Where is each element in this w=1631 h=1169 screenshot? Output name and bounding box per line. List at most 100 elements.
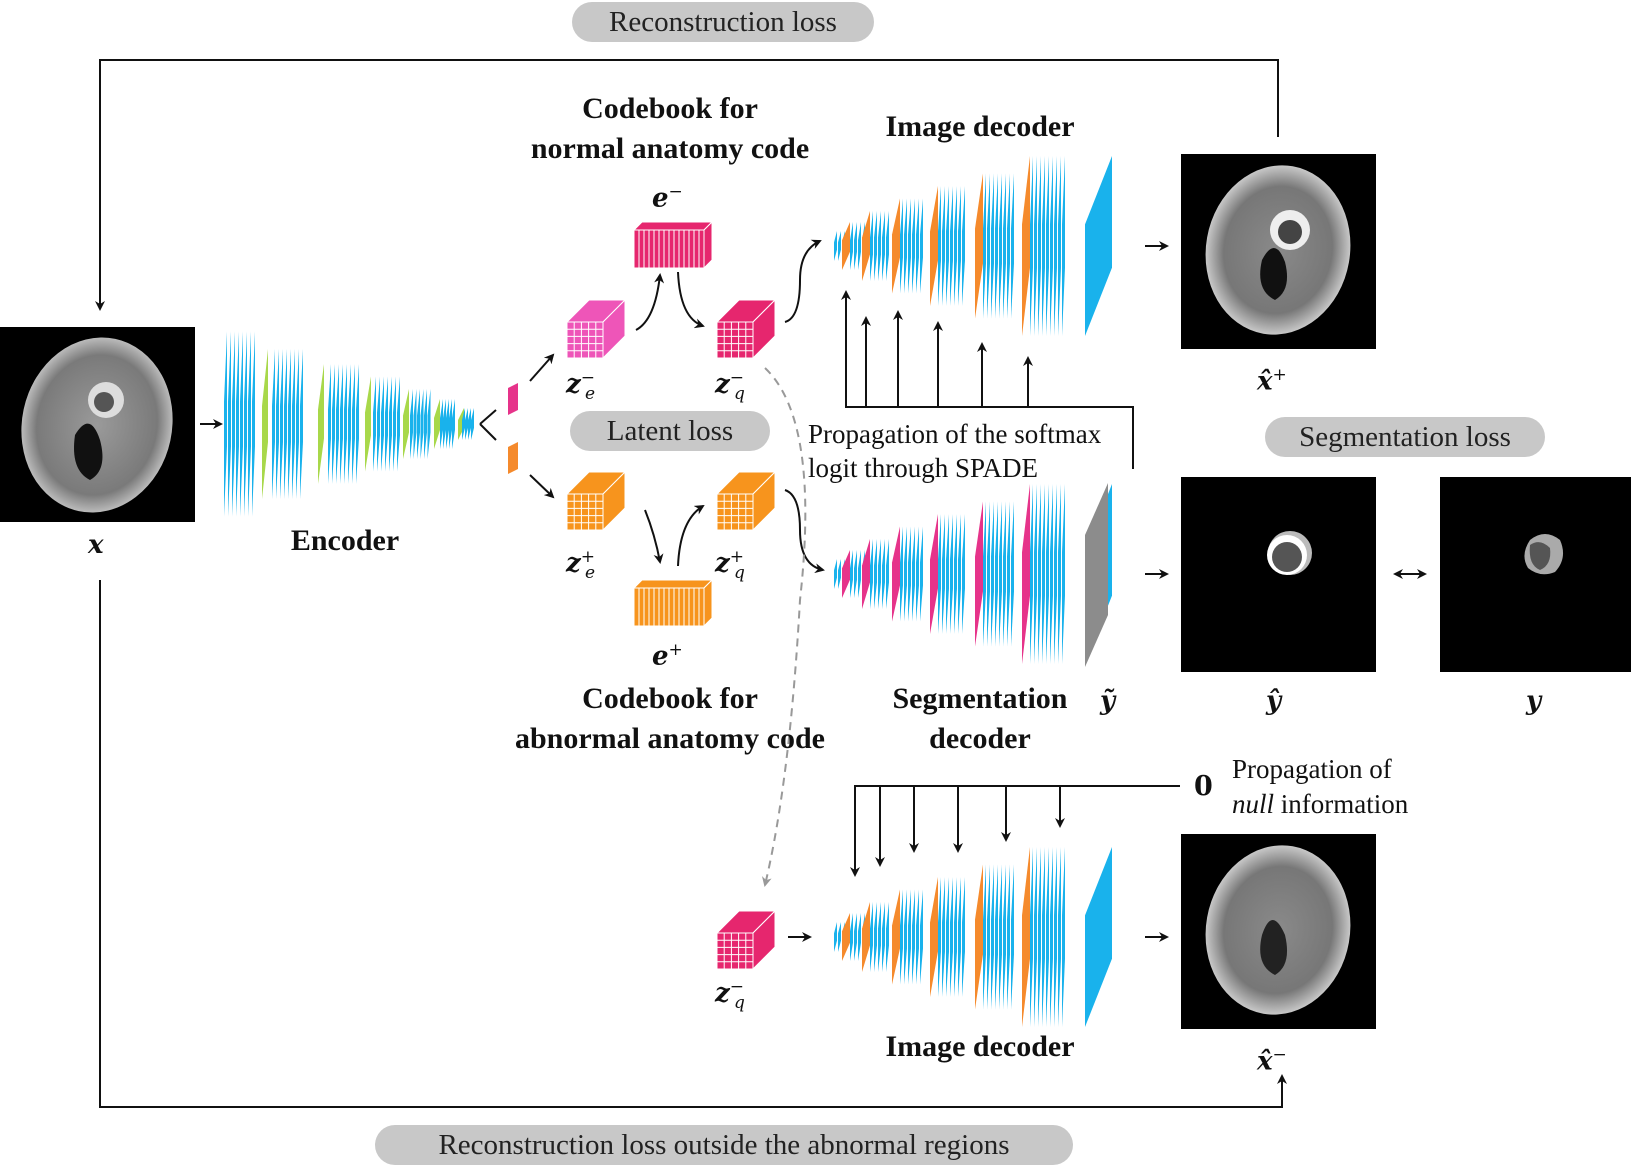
decoder-conv-layer: [958, 514, 961, 634]
encoder-conv-layer: [393, 376, 396, 472]
decoder-conv-layer: [878, 902, 881, 972]
symbol-x: x: [88, 530, 104, 560]
symbol-x-hat-minus: x̂−: [1257, 1045, 1287, 1077]
null-note-line1: Propagation of: [1232, 754, 1392, 784]
decoder-conv-layer: [920, 526, 923, 622]
decoder-conv-layer: [908, 526, 911, 622]
decoder-norm-layer: [1022, 156, 1030, 336]
encoder-conv-layer: [462, 408, 465, 440]
null-zero: 0: [1194, 771, 1213, 802]
decoder-conv-layer: [1011, 501, 1014, 647]
decoder-conv-layer: [874, 211, 877, 281]
segmentation-loss-badge: Segmentation loss: [1265, 417, 1545, 457]
decoder-conv-layer: [912, 889, 915, 985]
decoder-conv-layer: [904, 889, 907, 985]
decoder-conv-layer: [942, 877, 945, 997]
decoder-conv-layer: [912, 198, 915, 294]
decoder-conv-layer: [912, 526, 915, 622]
encoder-conv-layer: [446, 399, 449, 449]
decoder-conv-layer: [954, 186, 957, 306]
decoder-conv-layer: [1062, 156, 1065, 336]
decoder-norm-layer: [975, 501, 983, 647]
null-note-line2: null information: [1232, 787, 1408, 821]
decoder-conv-layer: [904, 198, 907, 294]
decoder-conv-layer: [962, 877, 965, 997]
decoder-conv-layer: [834, 231, 837, 261]
decoder-norm-layer: [930, 514, 938, 634]
decoder-conv-layer: [942, 514, 945, 634]
symbol-e-plus: e+: [652, 640, 683, 672]
encoder-conv-layer: [236, 331, 239, 517]
decoder-conv-layer: [938, 877, 941, 997]
encoder-conv-layer: [280, 349, 283, 499]
encoder-conv-layer: [248, 331, 251, 517]
decoder-conv-layer: [1050, 847, 1053, 1027]
encoder-conv-layer: [284, 349, 287, 499]
decoder-conv-layer: [1062, 847, 1065, 1027]
encoder-conv-layer: [381, 376, 384, 472]
decoder-conv-layer: [886, 539, 889, 609]
decoder-conv-layer: [900, 889, 903, 985]
decoder-conv-layer: [838, 231, 841, 261]
segmentation-decoder-label-line1: Segmentation: [892, 682, 1068, 715]
decoder-norm-layer: [862, 539, 870, 609]
encoder-conv-layer: [443, 399, 446, 449]
decoder-conv-layer: [854, 913, 857, 961]
decoder-conv-layer: [950, 186, 953, 306]
encoder-conv-layer: [373, 376, 376, 472]
decoder-norm-layer: [975, 864, 983, 1010]
decoder-conv-layer: [1046, 847, 1049, 1027]
decoder-conv-layer: [916, 198, 919, 294]
encoder-conv-layer: [385, 376, 388, 472]
decoder-norm-layer: [1022, 847, 1030, 1027]
encoder-conv-layer: [377, 376, 380, 472]
decoder-conv-layer: [1003, 173, 1006, 319]
decoder-conv-layer: [908, 889, 911, 985]
encoder-conv-layer: [440, 399, 443, 449]
decoder-norm-layer: [975, 173, 983, 319]
decoder-conv-layer: [1034, 156, 1037, 336]
latent-loss-badge: Latent loss: [570, 411, 770, 451]
symbol-z-q-minus-bottom: z−q: [715, 977, 745, 1013]
decoder-conv-layer: [834, 922, 837, 952]
encoder-conv-layer: [471, 408, 474, 440]
ground-truth-image-y: [1440, 477, 1631, 672]
encoder-conv-layer: [468, 408, 471, 440]
encoder-norm-layer: [365, 376, 371, 472]
decoder-conv-layer: [878, 539, 881, 609]
decoder-conv-layer: [946, 186, 949, 306]
decoder-conv-layer: [838, 559, 841, 589]
decoder-conv-layer: [1003, 501, 1006, 647]
decoder-norm-layer: [862, 902, 870, 972]
decoder-conv-layer: [995, 864, 998, 1010]
encoder-conv-layer: [224, 331, 227, 517]
decoder-conv-layer: [1038, 156, 1041, 336]
dashed-latent-arrow: [761, 367, 807, 887]
decoder-conv-layer: [946, 514, 949, 634]
code-z-e-plus: [565, 470, 627, 532]
decoder-conv-layer: [858, 913, 861, 961]
symbol-x-hat-plus: x̂+: [1257, 365, 1287, 397]
decoder-conv-layer: [850, 913, 853, 961]
decoder-conv-layer: [874, 902, 877, 972]
decoder-conv-layer: [946, 877, 949, 997]
segmentation-logit-plane: [1085, 483, 1108, 667]
encoder-conv-layer: [344, 364, 347, 484]
decoder-norm-layer: [930, 186, 938, 306]
encoder-conv-layer: [452, 399, 455, 449]
decoder-conv-layer: [1030, 156, 1033, 336]
decoder-conv-layer: [1046, 484, 1049, 664]
decoder-conv-layer: [908, 198, 911, 294]
decoder-norm-layer: [892, 198, 900, 294]
codebook-normal-label-line1: Codebook for: [582, 92, 758, 125]
decoder-conv-layer: [1042, 484, 1045, 664]
decoder-conv-layer: [1054, 156, 1057, 336]
reconstruction-loss-badge: Reconstruction loss: [572, 2, 874, 42]
decoder-conv-layer: [1042, 847, 1045, 1027]
decoder-conv-layer: [1011, 864, 1014, 1010]
decoder-conv-layer: [983, 501, 986, 647]
decoder-conv-layer: [916, 526, 919, 622]
code-z-q-minus: [715, 298, 777, 360]
encoder-norm-layer: [403, 389, 409, 459]
